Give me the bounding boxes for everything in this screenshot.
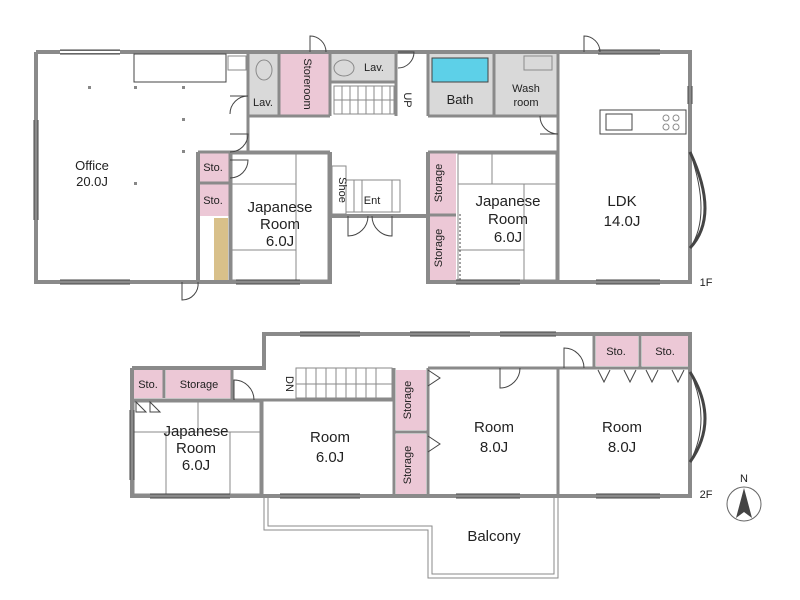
- wash-basin: [523, 55, 553, 71]
- jroom-2f-size: 6.0J: [182, 457, 210, 474]
- kitchen-counter: [599, 109, 687, 135]
- lav-left-label: Lav.: [253, 97, 273, 109]
- storage-a-label: Storage: [433, 164, 445, 203]
- sto-b-label: Sto.: [203, 195, 223, 207]
- windows-1f: [33, 49, 693, 285]
- stairs-down-label: DN: [283, 376, 295, 392]
- compass-label: N: [740, 473, 748, 485]
- jroom2-line2: Room: [488, 211, 528, 228]
- shoe-label: Shoe: [336, 177, 348, 203]
- storage-2f-fill: [166, 370, 232, 398]
- compass-ring: [726, 486, 762, 522]
- floor-1: Office 20.0J Sto. Sto. Japanese Room 6.0…: [33, 35, 713, 301]
- office-columns: [88, 86, 185, 185]
- wash-line2: room: [513, 97, 538, 109]
- sto-2f-fill: [132, 370, 164, 398]
- bathtub: [431, 57, 489, 83]
- wash-line1: Wash: [512, 83, 540, 95]
- north-arrow-icon: [736, 488, 752, 518]
- storage-b-fill: [428, 216, 456, 280]
- lav-left-fill: [248, 52, 278, 116]
- storage-2f-a-label: Storage: [402, 381, 414, 420]
- compass: N: [726, 473, 762, 522]
- jroom-2f-line1: Japanese: [163, 423, 228, 440]
- storage-b-label: Storage: [433, 229, 445, 268]
- room-c-label: Room: [602, 419, 642, 436]
- room-b-label: Room: [474, 419, 514, 436]
- sto-r2-label: Sto.: [655, 346, 675, 358]
- office-counter: [133, 53, 227, 83]
- jroom-2f-line2: Room: [176, 440, 216, 457]
- shoe-cabinet: [331, 165, 347, 215]
- bay-window-1f: [688, 151, 707, 250]
- sto-b-fill: [198, 184, 229, 216]
- floor-2: Sto. Storage DN Japanese Room 6.0J Room …: [129, 331, 713, 579]
- stairs-up: [333, 85, 395, 115]
- toilet-right: [333, 59, 355, 77]
- floor2-tag: 2F: [700, 489, 713, 501]
- sto-r1-fill: [596, 336, 638, 366]
- jroom1-line2: Room: [260, 216, 300, 233]
- room-c-size: 8.0J: [608, 439, 636, 456]
- doors-1f: [181, 35, 601, 301]
- room-a-label: Room: [310, 429, 350, 446]
- lav-right-label: Lav.: [364, 62, 384, 74]
- floor1-tag: 1F: [700, 277, 713, 289]
- storage-2f-b-fill: [396, 434, 426, 496]
- office-label: Office: [75, 158, 109, 173]
- jroom1-line1: Japanese: [247, 199, 312, 216]
- jroom1-size: 6.0J: [266, 233, 294, 250]
- sto-2f-label: Sto.: [138, 379, 158, 391]
- sink-left: [227, 55, 247, 71]
- ldk-label: LDK: [607, 193, 636, 210]
- stairs-down: [295, 367, 393, 399]
- storage-2f-a-fill: [396, 370, 426, 430]
- sto-r2-fill: [642, 336, 690, 366]
- windows-2f: [129, 331, 660, 499]
- storeroom-label: Storeroom: [301, 58, 313, 109]
- doors-2f: [135, 347, 685, 453]
- storeroom-fill: [279, 52, 329, 116]
- wall-east-block: [426, 50, 692, 284]
- storage-2f-label: Storage: [180, 379, 219, 391]
- jroom2-line1: Japanese: [475, 193, 540, 210]
- sto-a-label: Sto.: [203, 162, 223, 174]
- sto-a-fill: [198, 152, 229, 182]
- stairs-up-label: UP: [401, 92, 413, 107]
- tokonoma: [214, 218, 228, 282]
- washroom-fill: [494, 52, 558, 116]
- storage-2f-b-label: Storage: [402, 446, 414, 485]
- room-b-size: 8.0J: [480, 439, 508, 456]
- office-size: 20.0J: [76, 174, 108, 189]
- ent-label: Ent: [364, 195, 381, 207]
- balcony-label: Balcony: [467, 528, 521, 545]
- room-a-size: 6.0J: [316, 449, 344, 466]
- sto-r1-label: Sto.: [606, 346, 626, 358]
- lav-right-fill: [330, 52, 396, 82]
- bay-window-2f: [688, 371, 707, 463]
- wall-office: [34, 52, 200, 284]
- ldk-size: 14.0J: [604, 213, 641, 230]
- balcony-outline: [263, 498, 559, 579]
- storage-a-fill: [428, 152, 456, 214]
- wall-2f-outer: [130, 332, 692, 498]
- bath-label: Bath: [447, 92, 474, 107]
- wall-jroom: [198, 152, 332, 284]
- jroom2-size: 6.0J: [494, 229, 522, 246]
- toilet-left: [255, 59, 273, 81]
